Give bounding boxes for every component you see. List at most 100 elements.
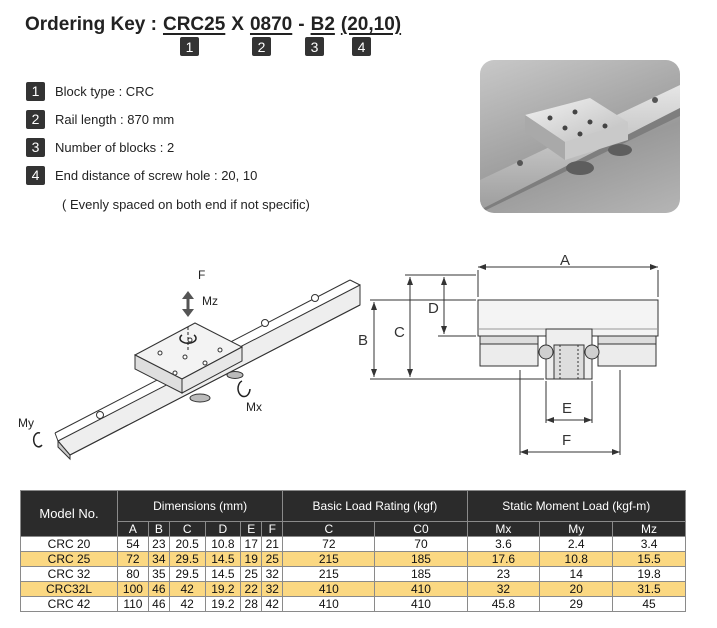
code-x: X (231, 14, 244, 35)
table-cell: 72 (282, 536, 376, 552)
ordering-key-label: Ordering Key : (25, 14, 157, 35)
subheader-e: E (240, 521, 263, 537)
key-badge-1: 1 (180, 37, 199, 56)
table-cell: 20 (539, 581, 614, 597)
table-cell: 28 (240, 596, 263, 612)
desc-badge-1: 1 (26, 81, 45, 101)
table-cell: 20.5 (168, 536, 206, 552)
desc-note: ( Evenly spaced on both end if not speci… (62, 197, 310, 212)
table-cell: 2.4 (539, 536, 614, 552)
cell-model: CRC 42 (20, 596, 118, 612)
desc-item-rail-length: 2 Rail length : 870 mm (26, 108, 174, 130)
table-cell: 42 (168, 581, 206, 597)
desc-badge-3: 3 (26, 137, 45, 157)
key-badge-2: 2 (252, 37, 271, 56)
isometric-drawing: F Mz Mx My (18, 268, 361, 461)
table-cell: 42 (168, 596, 206, 612)
table-cell: 22 (240, 581, 263, 597)
desc-text: End distance of screw hole : 20, 10 (55, 167, 258, 183)
label-my: My (18, 416, 34, 430)
header-load-rating: Basic Load Rating (kgf) (282, 490, 468, 522)
table-cell: 185 (374, 551, 468, 567)
header-moment-load: Static Moment Load (kgf-m) (466, 490, 687, 522)
code-block-type: CRC25 (162, 14, 226, 35)
desc-item-block-type: 1 Block type : CRC (26, 80, 154, 102)
table-row: CRC 42 110 46 42 19.2 28 42 410 410 45.8… (20, 596, 686, 612)
dimension-drawing: A B C D E F (358, 252, 659, 455)
table-cell: 10.8 (204, 536, 242, 552)
header-dimensions: Dimensions (mm) (116, 490, 284, 522)
table-cell: 46 (147, 581, 170, 597)
code-block-count: B2 (310, 14, 335, 35)
desc-item-block-count: 3 Number of blocks : 2 (26, 136, 174, 158)
cell-model: CRC 25 (20, 551, 118, 567)
table-cell: 25 (240, 566, 263, 582)
dim-label-f: F (562, 432, 571, 449)
table-cell: 19 (240, 551, 263, 567)
table-cell: 17 (240, 536, 263, 552)
subheader-a: A (117, 521, 149, 537)
table-cell: 45.8 (466, 596, 541, 612)
table-cell: 15.5 (612, 551, 686, 567)
subheader-c: C (168, 521, 206, 537)
subheader-mz: Mz (612, 521, 686, 537)
table-cell: 14.5 (204, 566, 242, 582)
table-cell: 29.5 (168, 566, 206, 582)
table-cell: 17.6 (466, 551, 541, 567)
subheader-load-c0: C0 (374, 521, 468, 537)
spec-table: Model No. Dimensions (mm) Basic Load Rat… (20, 490, 687, 612)
table-cell: 34 (147, 551, 170, 567)
desc-text: Block type : CRC (55, 83, 154, 99)
dim-label-b: B (358, 332, 368, 349)
table-cell: 80 (117, 566, 149, 582)
table-cell: 32 (466, 581, 541, 597)
table-cell: 3.6 (466, 536, 541, 552)
desc-item-end-distance: 4 End distance of screw hole : 20, 10 (26, 164, 257, 186)
table-cell: 25 (261, 551, 284, 567)
table-row: CRC 25 72 34 29.5 14.5 19 25 215 185 17.… (20, 551, 686, 567)
table-cell: 410 (374, 581, 468, 597)
table-cell: 29.5 (168, 551, 206, 567)
table-cell: 215 (282, 566, 376, 582)
table-cell: 35 (147, 566, 170, 582)
desc-text: Rail length : 870 mm (55, 111, 175, 127)
table-cell: 23 (466, 566, 541, 582)
subheader-f: F (261, 521, 284, 537)
subheader-mx: Mx (466, 521, 541, 537)
label-f: F (198, 268, 205, 282)
header-model: Model No. (20, 490, 118, 537)
table-cell: 70 (374, 536, 468, 552)
label-mx: Mx (246, 400, 262, 414)
code-dash: - (298, 14, 305, 35)
table-cell: 72 (117, 551, 149, 567)
dim-label-e: E (562, 400, 572, 417)
product-photo-image (480, 85, 680, 213)
cell-model: CRC 20 (20, 536, 118, 552)
cell-model: CRC 32 (20, 566, 118, 582)
table-cell: 410 (374, 596, 468, 612)
table-cell: 19.2 (204, 581, 242, 597)
table-cell: 29 (539, 596, 614, 612)
subheader-my: My (539, 521, 614, 537)
dim-label-c: C (394, 324, 405, 341)
table-row: CRC32L 100 46 42 19.2 22 32 410 410 32 2… (20, 581, 686, 597)
dim-label-a: A (560, 252, 570, 269)
ordering-key-title: Ordering Key : CRC25 X 0870 - B2 (20,10) (25, 6, 401, 36)
table-cell: 19.8 (612, 566, 686, 582)
key-badge-3: 3 (305, 37, 324, 56)
table-cell: 23 (147, 536, 170, 552)
table-cell: 45 (612, 596, 686, 612)
code-end-distance: (20,10) (340, 14, 402, 35)
table-cell: 10.8 (539, 551, 614, 567)
desc-badge-4: 4 (26, 165, 45, 185)
product-photo (480, 60, 680, 213)
table-cell: 215 (282, 551, 376, 567)
subheader-b: B (147, 521, 170, 537)
table-cell: 185 (374, 566, 468, 582)
table-cell: 100 (117, 581, 149, 597)
table-cell: 3.4 (612, 536, 686, 552)
desc-text: Number of blocks : 2 (55, 139, 175, 155)
table-cell: 54 (117, 536, 149, 552)
subheader-d: D (204, 521, 242, 537)
subheader-load-c: C (282, 521, 376, 537)
